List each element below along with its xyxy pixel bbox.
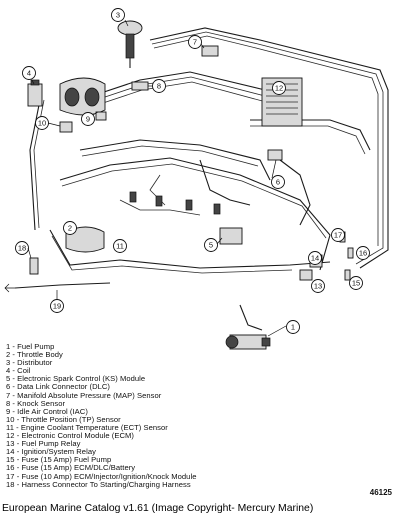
callout-15: 15 <box>349 276 363 290</box>
svg-text:15: 15 <box>352 279 360 288</box>
callout-3: 3 <box>111 8 125 22</box>
ect-sensor-part <box>65 226 105 253</box>
harness-arrow <box>4 283 15 293</box>
image-caption: European Marine Catalog v1.61 (Image Cop… <box>0 502 402 516</box>
distributor-part <box>117 20 143 68</box>
legend-item: 3 - Distributor <box>6 358 53 368</box>
svg-text:1: 1 <box>291 323 295 332</box>
callout-1: 1 <box>286 320 300 334</box>
throttle-body-part <box>59 77 106 116</box>
map-sensor-part <box>201 45 219 57</box>
svg-text:2: 2 <box>68 224 72 233</box>
callout-16: 16 <box>356 246 370 260</box>
figure-number: 46125 <box>369 488 392 497</box>
callout-17: 17 <box>331 228 345 242</box>
svg-text:5: 5 <box>209 241 213 250</box>
svg-text:8: 8 <box>157 82 161 91</box>
parts-legend: 1 - Fuel Pump 2 - Throttle Body 3 - Dist… <box>6 342 366 489</box>
dlc-part <box>267 149 283 161</box>
callout-2: 2 <box>63 221 77 235</box>
legend-item: 14 - Ignition/System Relay <box>6 447 96 457</box>
svg-text:10: 10 <box>38 119 46 128</box>
legend-item: 5 - Electronic Spark Control (KS) Module <box>6 374 146 384</box>
legend-item: 8 - Knock Sensor <box>6 398 66 408</box>
iac-part <box>95 111 107 121</box>
legend-item: 2 - Throttle Body <box>6 350 63 360</box>
ks-module-part <box>219 227 243 245</box>
fuel-pump-part <box>225 304 271 350</box>
wiring-diagram: 1 2 3 4 5 6 7 8 9 10 12 13 14 15 16 17 1… <box>4 8 389 350</box>
callout-7: 7 <box>188 35 202 49</box>
tp-sensor-part <box>59 121 73 133</box>
callout-12: 12 <box>272 81 286 95</box>
legend-item: 15 - Fuse (15 Amp) Fuel Pump <box>6 455 112 465</box>
callout-6: 6 <box>271 175 285 189</box>
callout-14: 14 <box>308 251 322 265</box>
svg-text:4: 4 <box>27 69 31 78</box>
injector-connectors <box>129 191 221 215</box>
callout-leaders <box>27 19 287 337</box>
harness-connector-part <box>29 257 39 275</box>
legend-item: 13 - Fuel Pump Relay <box>6 439 81 449</box>
legend-item: 1 - Fuel Pump <box>6 342 55 351</box>
legend-item: 11 - Engine Coolant Temperature (ECT) Se… <box>6 422 168 432</box>
svg-text:19: 19 <box>53 302 61 311</box>
legend-item: 16 - Fuse (15 Amp) ECM/DLC/Battery <box>6 463 136 473</box>
callout-19: 19 <box>50 299 64 313</box>
svg-text:7: 7 <box>193 38 197 47</box>
callout-9: 9 <box>81 112 95 126</box>
legend-item: 10 - Throttle Position (TP) Sensor <box>6 414 121 424</box>
svg-text:6: 6 <box>276 178 280 187</box>
callout-5: 5 <box>204 238 218 252</box>
svg-text:3: 3 <box>116 11 120 20</box>
legend-item: 6 - Data Link Connector (DLC) <box>6 382 111 392</box>
svg-text:14: 14 <box>311 254 319 263</box>
svg-text:9: 9 <box>86 115 90 124</box>
callout-18: 18 <box>15 241 29 255</box>
svg-text:17: 17 <box>334 231 342 240</box>
legend-item: 4 - Coil <box>6 366 31 376</box>
callout-4: 4 <box>22 66 36 80</box>
callout-10: 10 <box>35 116 49 130</box>
legend-item: 17 - Fuse (10 Amp) ECM/Injector/Ignition… <box>6 471 197 481</box>
callout-13: 13 <box>311 279 325 293</box>
callout-11-circle: 11 <box>113 239 127 253</box>
svg-text:13: 13 <box>314 282 322 291</box>
legend-item: 12 - Electronic Control Module (ECM) <box>6 431 134 441</box>
svg-text:12: 12 <box>275 84 283 93</box>
legend-item: 9 - Idle Air Control (IAC) <box>6 406 88 416</box>
callout-8: 8 <box>152 79 166 93</box>
coil-part <box>27 79 43 107</box>
svg-text:16: 16 <box>359 249 367 258</box>
legend-item: 18 - Harness Connector To Starting/Charg… <box>6 479 191 489</box>
svg-text:11: 11 <box>116 242 124 251</box>
svg-text:18: 18 <box>18 244 26 253</box>
legend-item: 7 - Manifold Absolute Pressure (MAP) Sen… <box>6 390 162 400</box>
knock-sensor-part <box>131 81 149 91</box>
